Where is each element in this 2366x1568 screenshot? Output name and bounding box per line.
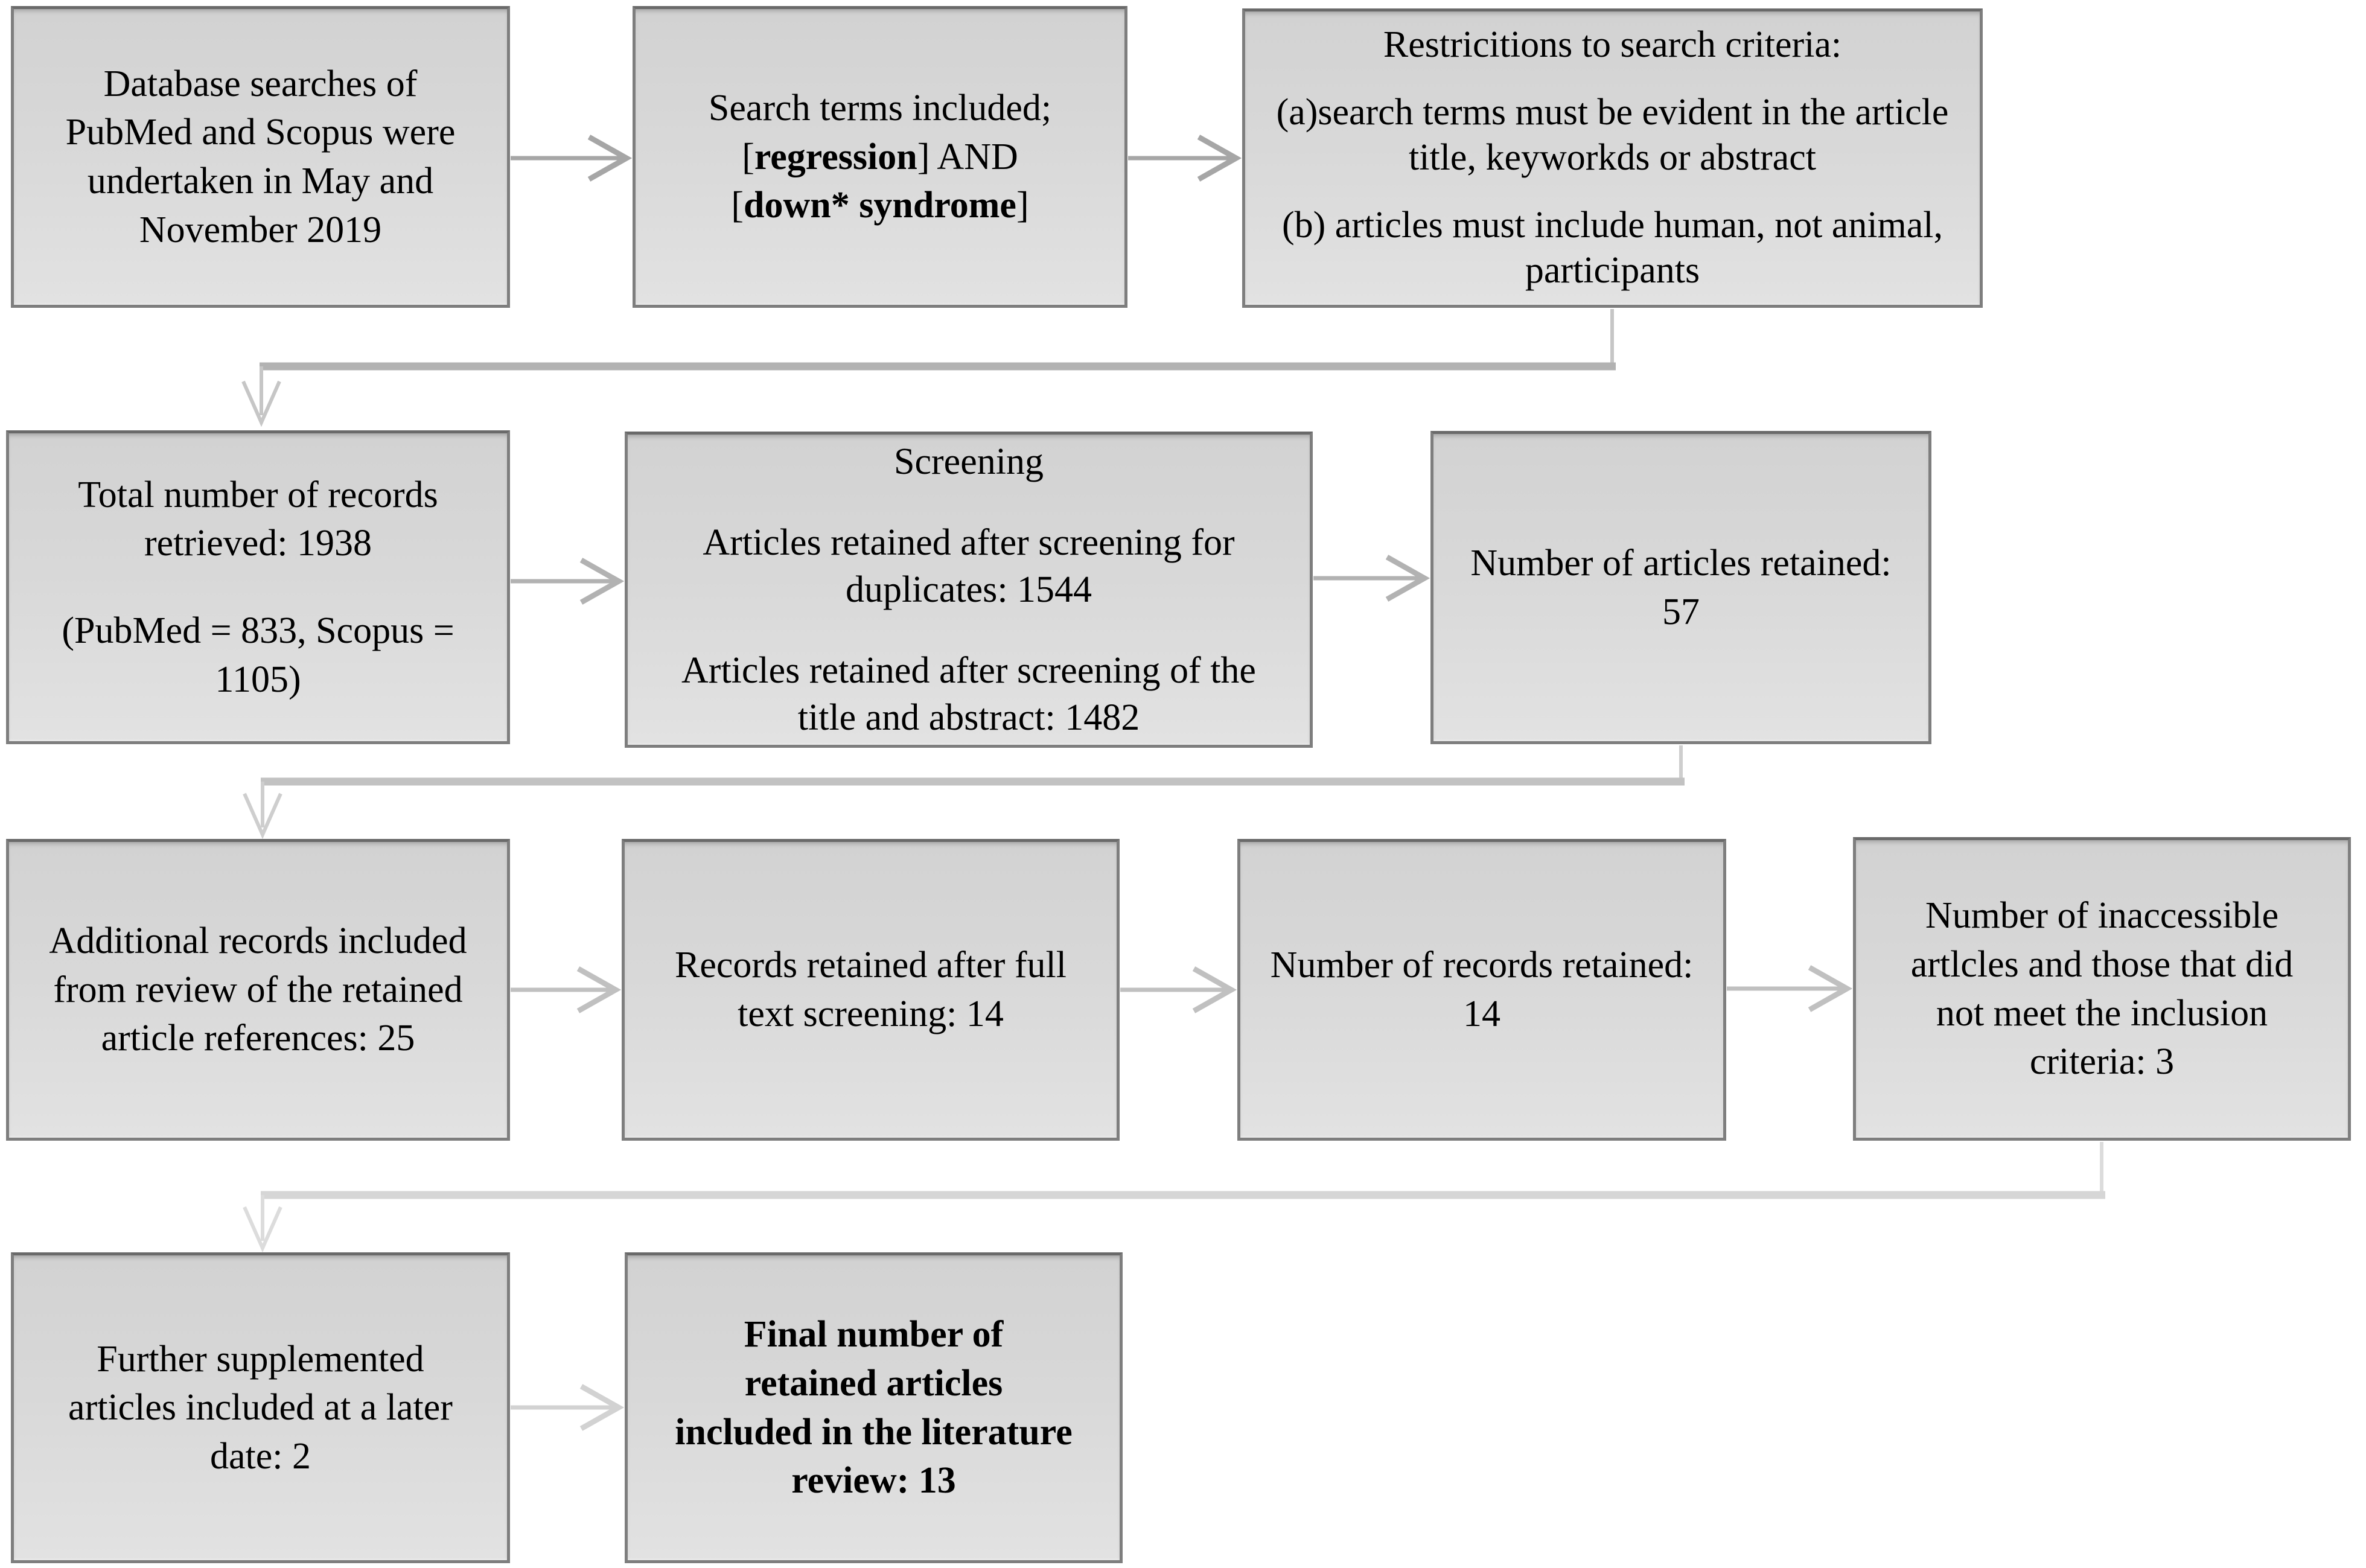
box-inaccessible-articles: Number of inaccessible artlcles and thos… (1853, 837, 2351, 1141)
box-text: Additional records included from review … (49, 920, 467, 1059)
box-text: Number of articles retained: 57 (1470, 542, 1892, 633)
arrow-full-text-to-retained-14 (1120, 966, 1237, 1013)
arrow-supplemented-to-final (511, 1384, 625, 1431)
box-text: Further supplemented articles included a… (68, 1338, 453, 1477)
box-text: Number of records retained: 14 (1270, 945, 1694, 1034)
box-text: Screening (894, 441, 1044, 482)
arrow-total-records-to-screening (511, 558, 625, 605)
box-database-searches: Database searches of PubMed and Scopus w… (11, 6, 510, 308)
connector-retained-57-to-additional-records (243, 745, 1685, 840)
box-supplemented-articles: Further supplemented articles included a… (11, 1252, 510, 1563)
box-text: (PubMed = 833, Scopus = 1105) (62, 610, 454, 700)
box-records-retained-14: Number of records retained: 14 (1237, 839, 1726, 1141)
box-text: Database searches of PubMed and Scopus w… (65, 63, 456, 250)
box-text: Restricitions to search criteria: (1383, 24, 1842, 65)
box-total-records: Total number of records retrieved: 1938 … (6, 430, 510, 744)
box-text-line: [regression] AND (742, 136, 1018, 177)
box-final-retained: Final number of retained articles includ… (625, 1252, 1123, 1563)
arrow-retained-14-to-inaccessible (1727, 965, 1853, 1012)
connector-inaccessible-to-supplemented (243, 1142, 2105, 1253)
connector-restrictions-to-total-records (241, 309, 1616, 427)
arrow-additional-to-full-text (511, 966, 622, 1013)
box-text: Records retained after full text screeni… (675, 945, 1067, 1034)
box-text-line: [down* syndrome] (731, 185, 1029, 226)
box-text: Articles retained after screening for du… (703, 521, 1235, 610)
box-additional-records: Additional records included from review … (6, 839, 510, 1141)
arrow-database-to-search-terms (511, 135, 633, 182)
box-screening: Screening Articles retained after screen… (625, 432, 1313, 748)
box-articles-retained-57: Number of articles retained: 57 (1430, 431, 1931, 744)
box-text: Articles retained after screening of the… (681, 650, 1256, 739)
arrow-screening-to-retained-57 (1313, 555, 1430, 602)
box-text: (a)search terms must be evident in the a… (1276, 91, 1949, 179)
box-search-restrictions: Restricitions to search criteria: (a)sea… (1242, 8, 1983, 308)
box-text-line: Search terms included; (708, 88, 1052, 129)
box-text: Final number of retained articles includ… (675, 1314, 1073, 1502)
box-text: Number of inaccessible artlcles and thos… (1910, 895, 2294, 1083)
box-text: Total number of records retrieved: 1938 (78, 474, 438, 564)
box-text: (b) articles must include human, not ani… (1281, 204, 1944, 292)
box-full-text-screening: Records retained after full text screeni… (622, 839, 1120, 1141)
arrow-search-terms-to-restrictions (1128, 135, 1242, 182)
box-search-terms: Search terms included; [regression] AND … (633, 6, 1127, 308)
